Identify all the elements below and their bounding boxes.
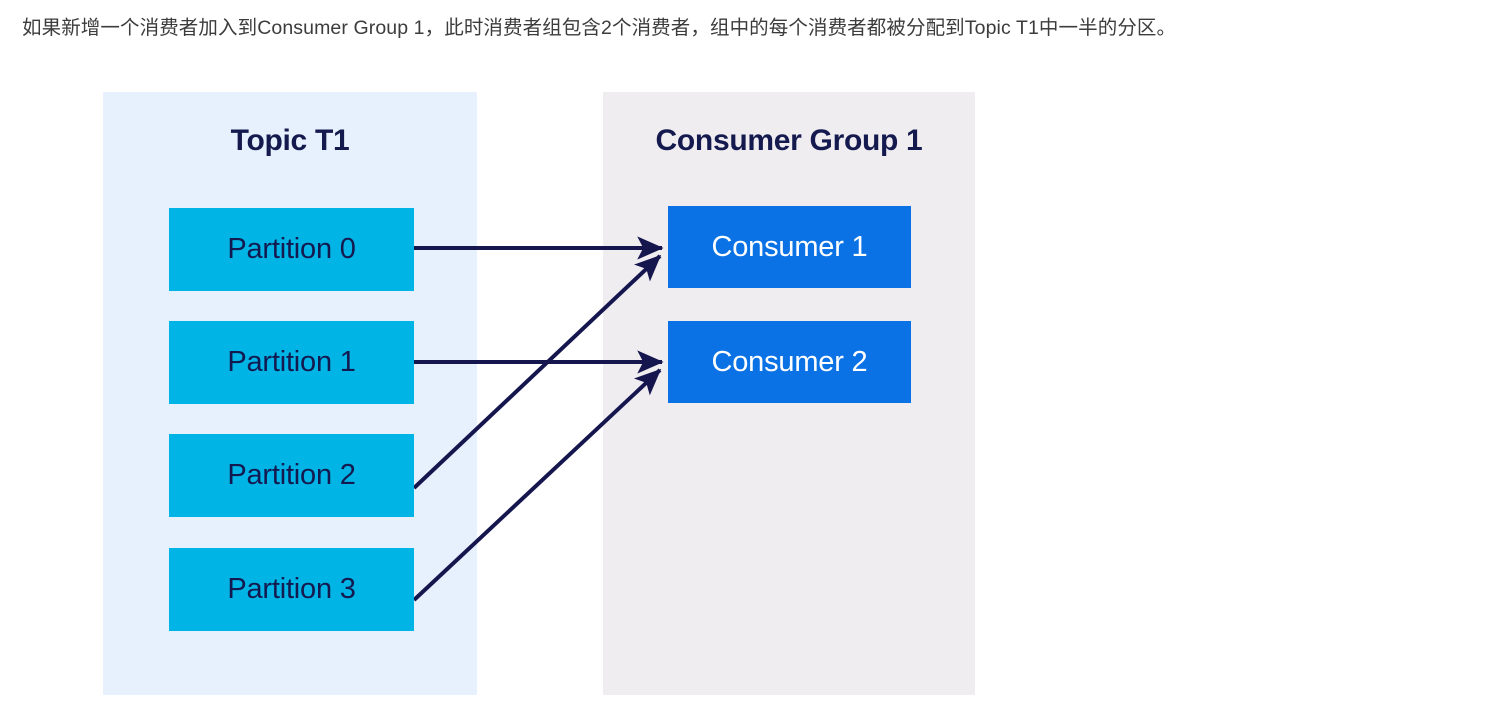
consumer-group-panel-title: Consumer Group 1 xyxy=(655,124,923,157)
partition-label: Partition 1 xyxy=(227,346,356,378)
partition-box-1[interactable]: Partition 1 xyxy=(169,321,414,404)
consumer-box-1[interactable]: Consumer 1 xyxy=(668,206,911,288)
consumer-label: Consumer 1 xyxy=(711,230,868,263)
topic-panel-title: Topic T1 xyxy=(230,124,350,157)
caption-text: 如果新增一个消费者加入到Consumer Group 1，此时消费者组包含2个消… xyxy=(22,17,1177,39)
partition-label: Partition 3 xyxy=(227,573,356,605)
consumer-label: Consumer 2 xyxy=(711,345,868,378)
partition-label: Partition 2 xyxy=(227,459,356,491)
partition-box-3[interactable]: Partition 3 xyxy=(169,548,414,631)
partition-box-2[interactable]: Partition 2 xyxy=(169,434,414,517)
consumer-box-2[interactable]: Consumer 2 xyxy=(668,321,911,403)
partition-box-0[interactable]: Partition 0 xyxy=(169,208,414,291)
partition-label: Partition 0 xyxy=(227,233,356,265)
